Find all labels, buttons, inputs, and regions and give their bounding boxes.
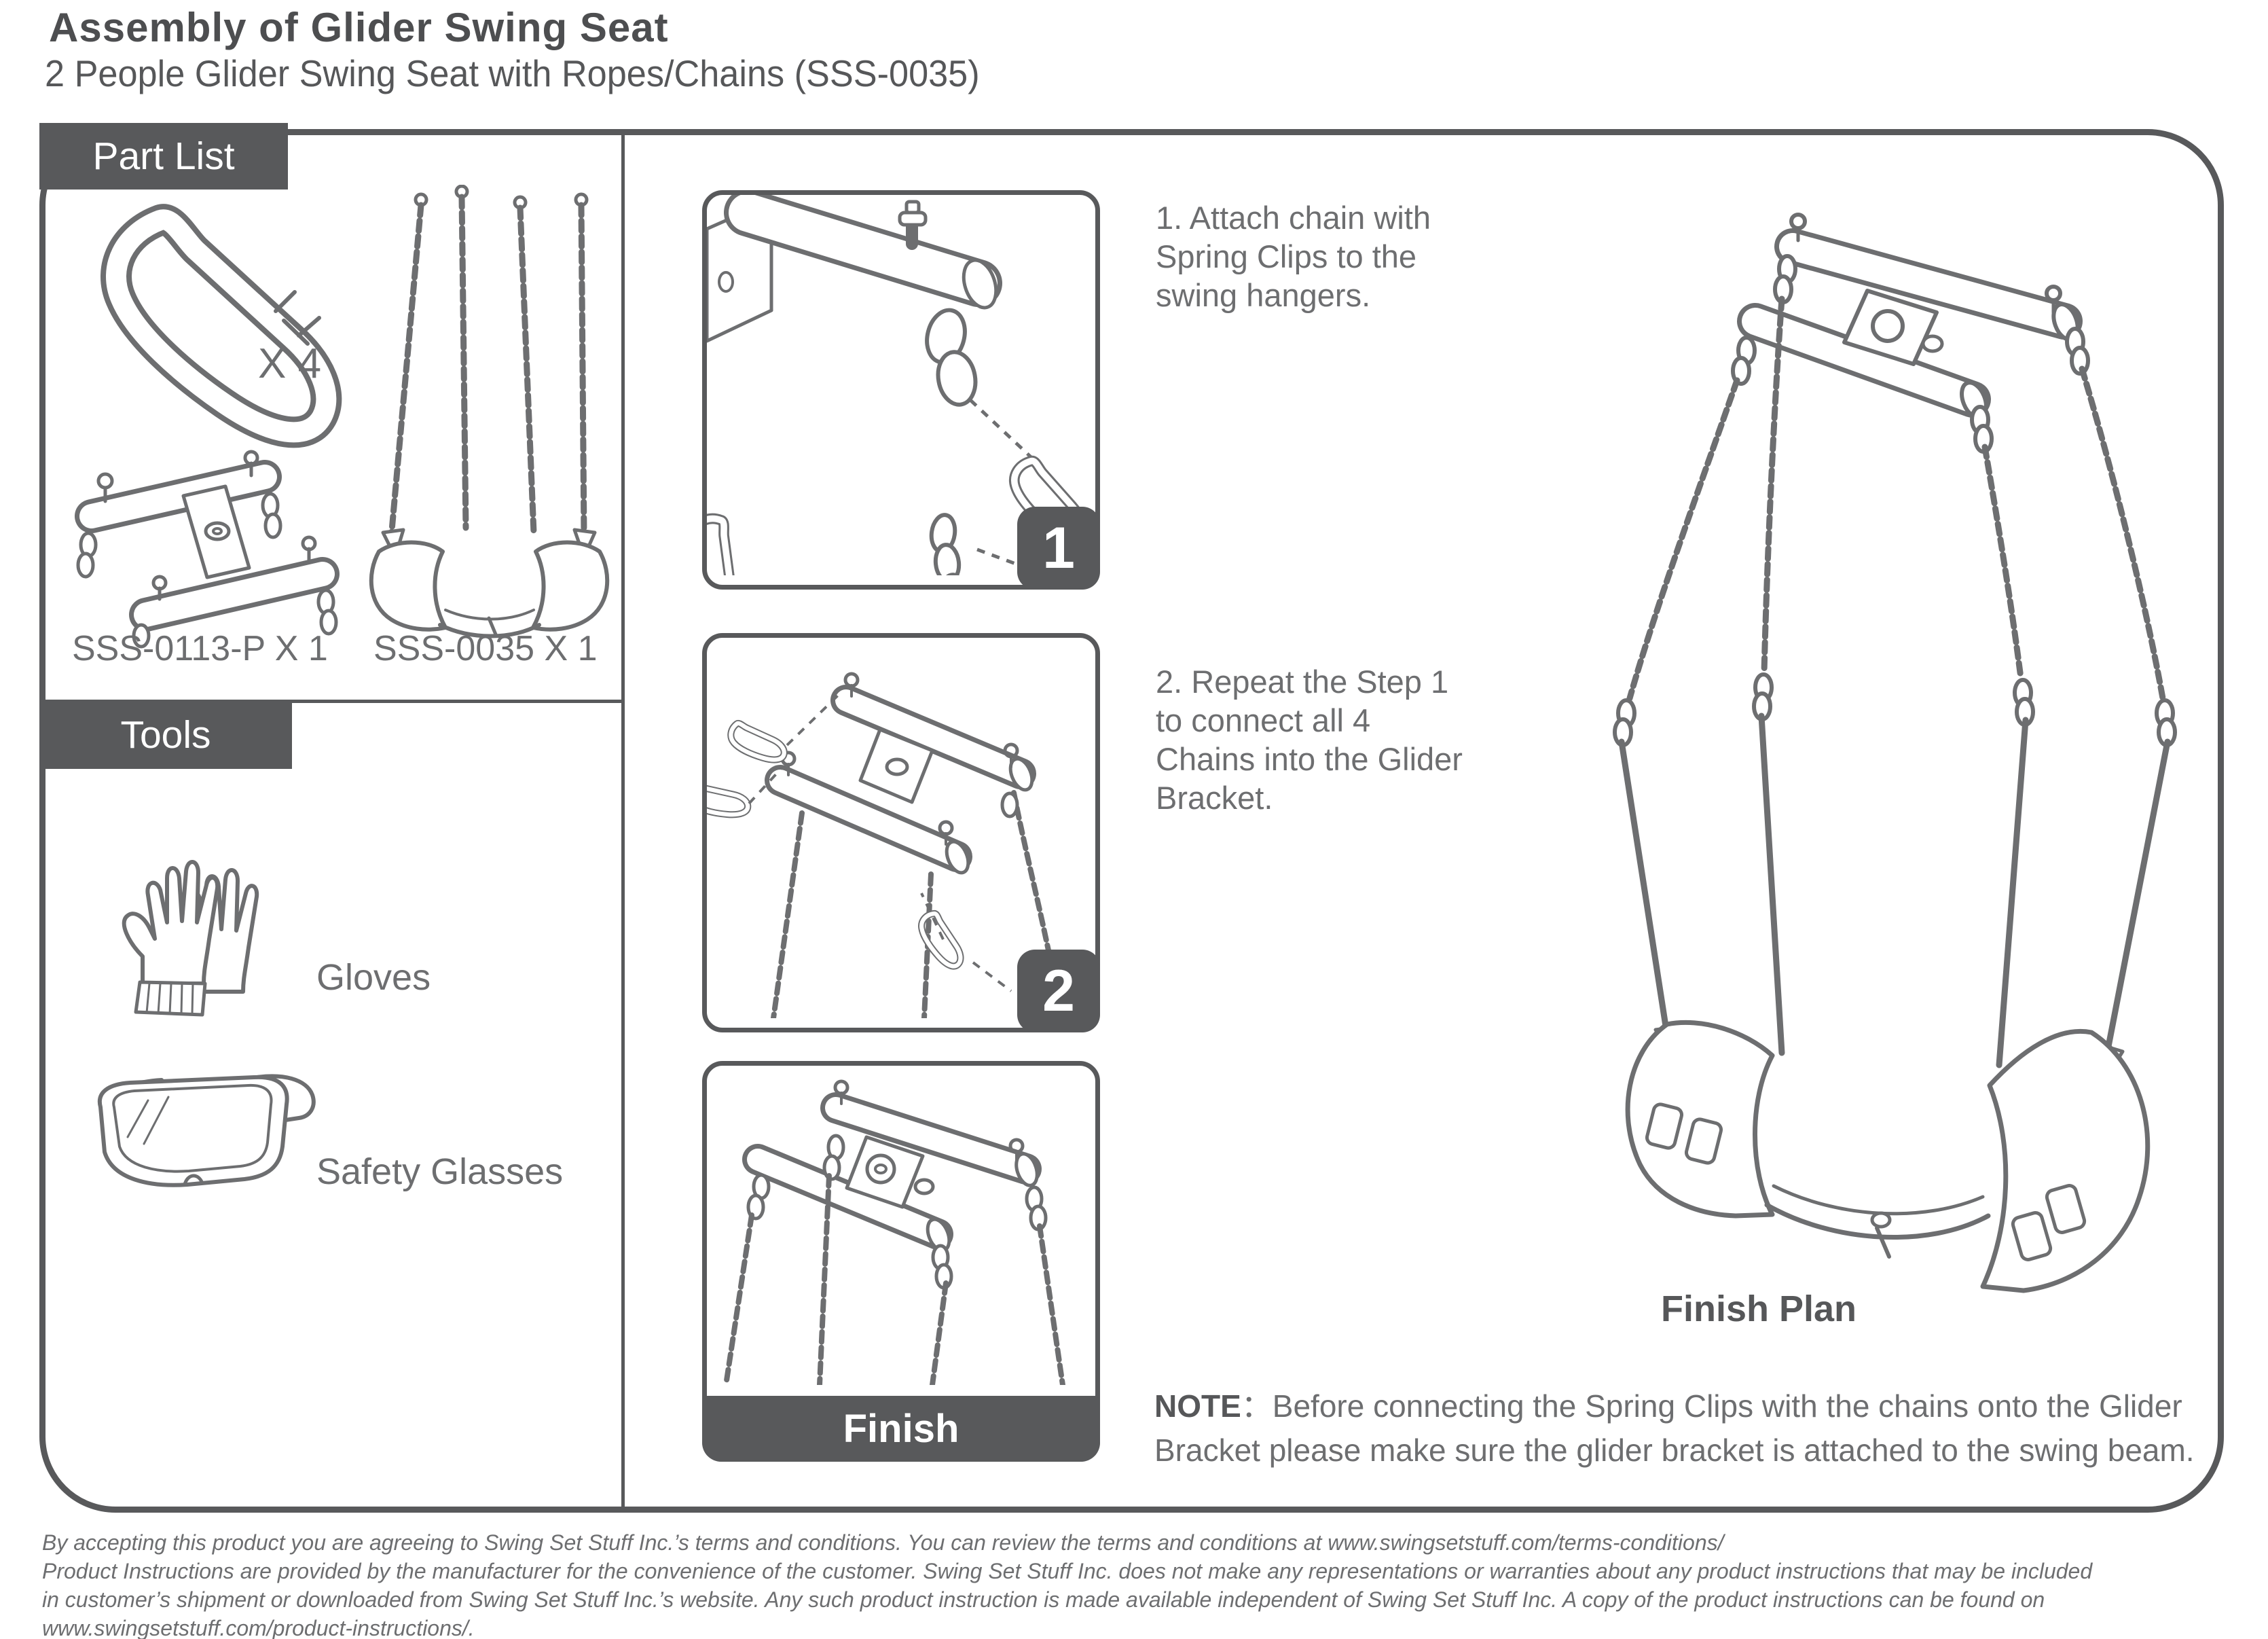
- spring-clip-qty: X 4: [258, 340, 322, 387]
- gloves-icon: [122, 860, 259, 1017]
- step-1-badge: 1: [1017, 507, 1100, 590]
- bracket-part-label: SSS-0113-P X 1: [72, 629, 328, 668]
- footer-line-1: By accepting this product you are agreei…: [42, 1530, 1724, 1555]
- note-line-1-text: Before connecting the Spring Clips with …: [1272, 1388, 2182, 1424]
- main-frame: [39, 129, 2224, 1513]
- note-line-2: Bracket please make sure the glider brac…: [1154, 1433, 2195, 1468]
- step-2-line-4: Bracket.: [1156, 780, 1273, 816]
- note-text: NOTE：Before connecting the Spring Clips …: [1154, 1384, 2234, 1473]
- step-2-line-2: to connect all 4: [1156, 702, 1371, 738]
- step-1-line-3: swing hangers.: [1156, 277, 1371, 313]
- finish-plan-label: Finish Plan: [1661, 1289, 1857, 1329]
- finish-bar-label: Finish: [843, 1407, 959, 1451]
- page-subtitle: 2 People Glider Swing Seat with Ropes/Ch…: [45, 52, 980, 94]
- step-1-illustration: [707, 195, 1086, 575]
- tools-heading-label: Tools: [120, 713, 211, 757]
- seat-part-label: SSS-0035 X 1: [373, 629, 598, 668]
- note-line-1: NOTE：Before connecting the Spring Clips …: [1154, 1384, 2234, 1428]
- terms-footer: By accepting this product you are agreei…: [42, 1528, 2256, 1639]
- note-label: NOTE: [1154, 1388, 1241, 1424]
- tools-section-divider: [45, 700, 621, 703]
- footer-line-2: Product Instructions are provided by the…: [42, 1559, 2093, 1583]
- step-1-panel: 1: [702, 190, 1100, 590]
- part-list-heading-label: Part List: [92, 134, 235, 178]
- step-1-line-1: 1. Attach chain with: [1156, 200, 1431, 236]
- page-title: Assembly of Glider Swing Seat: [49, 5, 669, 50]
- step-2-text: 2. Repeat the Step 1 to connect all 4 Ch…: [1156, 662, 1463, 817]
- column-divider: [621, 135, 625, 1507]
- step-2-line-3: Chains into the Glider: [1156, 741, 1463, 777]
- glider-bracket-illustration: [75, 450, 340, 649]
- step-1-text: 1. Attach chain with Spring Clips to the…: [1156, 198, 1431, 314]
- gloves-label: Gloves: [316, 957, 431, 998]
- swing-seat-illustration: [369, 185, 610, 638]
- finish-panel: Finish: [702, 1061, 1100, 1462]
- footer-line-3: in customer’s shipment or downloaded fro…: [42, 1587, 2045, 1612]
- finish-illustration: [723, 1079, 1065, 1385]
- finish-bar: Finish: [702, 1396, 1100, 1462]
- step-2-panel: 2: [702, 633, 1100, 1032]
- part-list-heading: Part List: [39, 123, 288, 190]
- step-1-line-2: Spring Clips to the: [1156, 238, 1417, 274]
- spring-clip-illustration: [80, 192, 352, 463]
- step-2-illustration: [707, 672, 1064, 1018]
- safety-glasses-label: Safety Glasses: [316, 1151, 564, 1192]
- step-2-line-1: 2. Repeat the Step 1: [1156, 664, 1449, 700]
- finish-plan-illustration: [1613, 213, 2177, 1293]
- note-separator: ：: [1241, 1388, 1273, 1424]
- tools-heading: Tools: [39, 701, 292, 769]
- safety-glasses-icon: [97, 1074, 316, 1187]
- footer-line-4: www.swingsetstuff.com/product-instructio…: [42, 1616, 475, 1639]
- step-2-badge: 2: [1017, 950, 1100, 1032]
